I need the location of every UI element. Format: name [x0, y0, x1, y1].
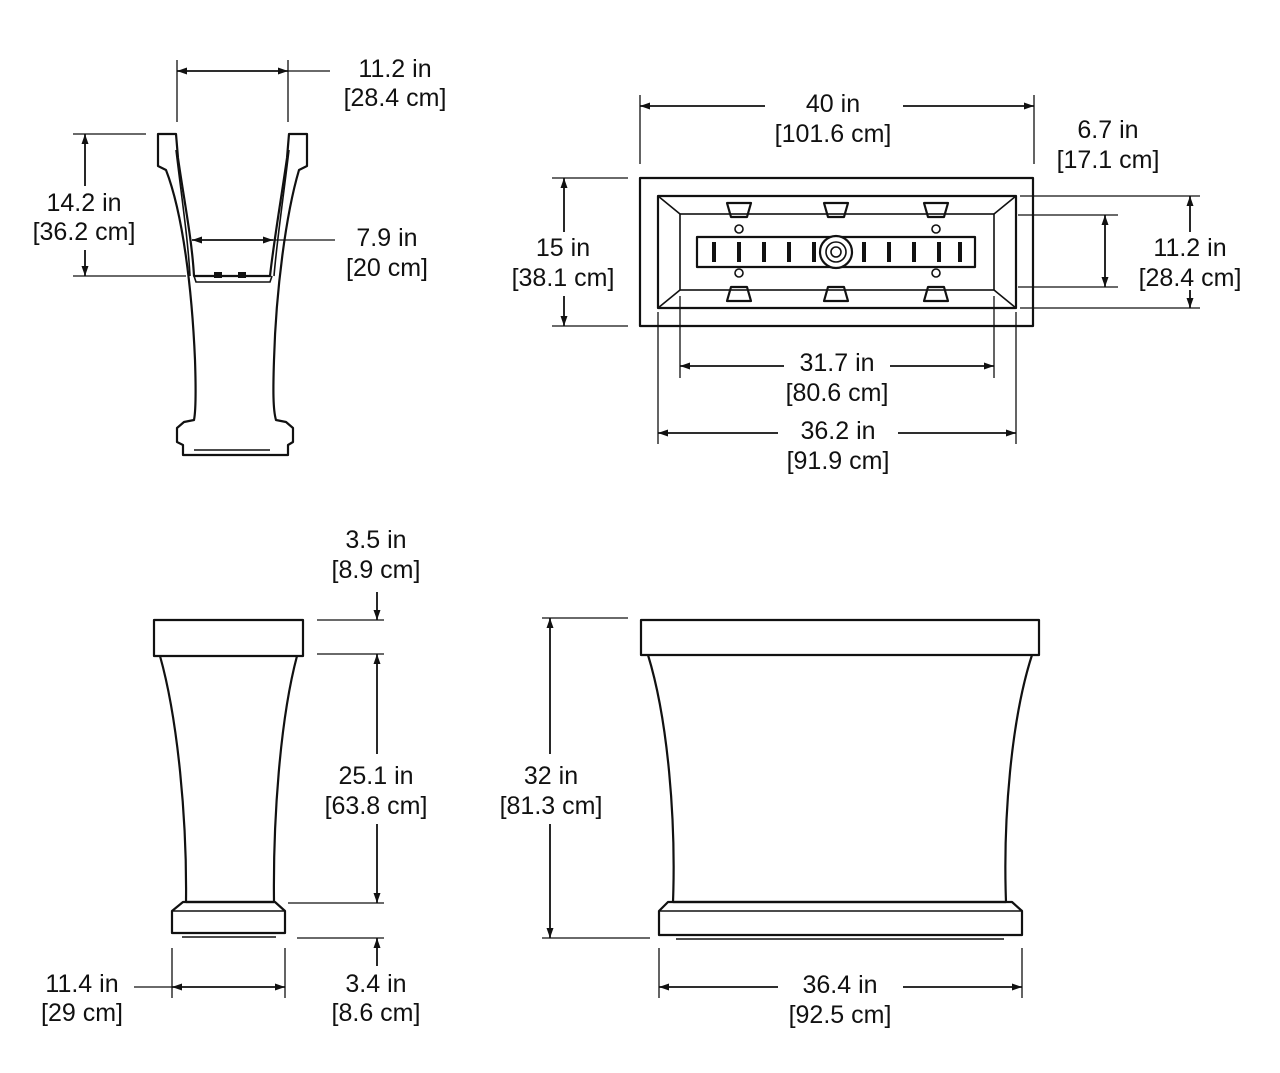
top-view-tab-top-2 — [822, 201, 850, 219]
base-height-metric: [8.6 cm] — [332, 999, 421, 1027]
top-view-corner-tl — [657, 195, 681, 215]
total-height-imperial: 32 in — [524, 762, 578, 790]
top-view-corner-br — [993, 289, 1017, 309]
inner-width-metric: [28.4 cm] — [1139, 264, 1242, 292]
top-view-outer-rim — [638, 176, 1035, 328]
base-length-metric: [92.5 cm] — [789, 1001, 892, 1029]
body-height-imperial: 25.1 in — [338, 762, 413, 790]
front-elevation-body — [646, 654, 1034, 904]
top-view-boss-3 — [734, 268, 744, 278]
side-section-inner-wall-left — [175, 149, 191, 277]
front-elevation-rim — [639, 618, 1041, 657]
base-length-imperial: 36.4 in — [802, 971, 877, 999]
base-width-metric: [29 cm] — [41, 999, 123, 1027]
side-elevation-body — [158, 655, 299, 904]
top-view-tab-bottom-3 — [922, 285, 950, 303]
inner-depth-metric: [36.2 cm] — [33, 218, 136, 246]
top-view: 40 in [101.6 cm] 15 in [38.1 cm] 6.7 in … — [512, 90, 1242, 475]
top-view-fill-port-outer — [818, 234, 854, 270]
top-width-metric: [28.4 cm] — [344, 84, 447, 112]
rim-height-imperial: 3.5 in — [345, 526, 406, 554]
rim-offset-imperial: 6.7 in — [1077, 116, 1138, 144]
overall-length-imperial: 40 in — [806, 90, 860, 118]
side-section-outline — [156, 132, 309, 457]
front-elevation-view: 32 in [81.3 cm] 36.4 in [92.5 cm] — [500, 617, 1041, 1029]
reservoir-length-imperial: 31.7 in — [799, 349, 874, 377]
top-view-grate-slots — [712, 242, 962, 262]
overall-length-metric: [101.6 cm] — [775, 120, 892, 148]
inner-length-metric: [91.9 cm] — [787, 447, 890, 475]
top-view-inner-rim — [656, 194, 1018, 310]
top-view-reservoir-floor — [679, 213, 995, 291]
inner-width-imperial: 11.2 in — [1153, 234, 1226, 262]
top-view-corner-tr — [993, 195, 1017, 215]
top-view-boss-2 — [931, 224, 941, 234]
side-section-inner-wall-right — [273, 149, 290, 277]
side-elevation-base — [170, 900, 287, 935]
rim-height-metric: [8.9 cm] — [332, 556, 421, 584]
body-height-metric: [63.8 cm] — [325, 792, 428, 820]
inner-bottom-width-imperial: 7.9 in — [356, 224, 417, 252]
top-view-boss-4 — [931, 268, 941, 278]
inner-bottom-width-metric: [20 cm] — [346, 254, 428, 282]
top-width-imperial: 11.2 in — [358, 55, 431, 83]
total-height-metric: [81.3 cm] — [500, 792, 603, 820]
top-view-tab-bottom-2 — [822, 285, 850, 303]
front-elevation-base — [657, 900, 1024, 937]
overall-width-imperial: 15 in — [536, 234, 590, 262]
top-view-tab-bottom-1 — [725, 285, 753, 303]
top-view-boss-1 — [734, 224, 744, 234]
top-view-fill-port-middle — [825, 241, 847, 263]
side-elevation-view: 3.5 in [8.9 cm] 25.1 in [63.8 cm] 3.4 in… — [41, 526, 427, 1027]
side-section-rib-1 — [214, 272, 222, 278]
side-elevation-rim — [152, 618, 305, 658]
top-view-tab-top-1 — [725, 201, 753, 219]
reservoir-length-metric: [80.6 cm] — [786, 379, 889, 407]
top-view-tab-top-3 — [922, 201, 950, 219]
top-view-fill-port-inner — [830, 246, 842, 258]
side-section-reservoir-floor — [193, 275, 273, 283]
top-view-corner-bl — [657, 289, 681, 309]
inner-depth-imperial: 14.2 in — [46, 189, 121, 217]
inner-length-imperial: 36.2 in — [800, 417, 875, 445]
base-height-imperial: 3.4 in — [345, 970, 406, 998]
side-section-rib-2 — [238, 272, 246, 278]
base-width-imperial: 11.4 in — [45, 970, 118, 998]
overall-width-metric: [38.1 cm] — [512, 264, 615, 292]
side-section-view: 11.2 in [28.4 cm] 14.2 in [36.2 cm] 7.9 … — [33, 55, 447, 457]
rim-offset-metric: [17.1 cm] — [1057, 146, 1160, 174]
